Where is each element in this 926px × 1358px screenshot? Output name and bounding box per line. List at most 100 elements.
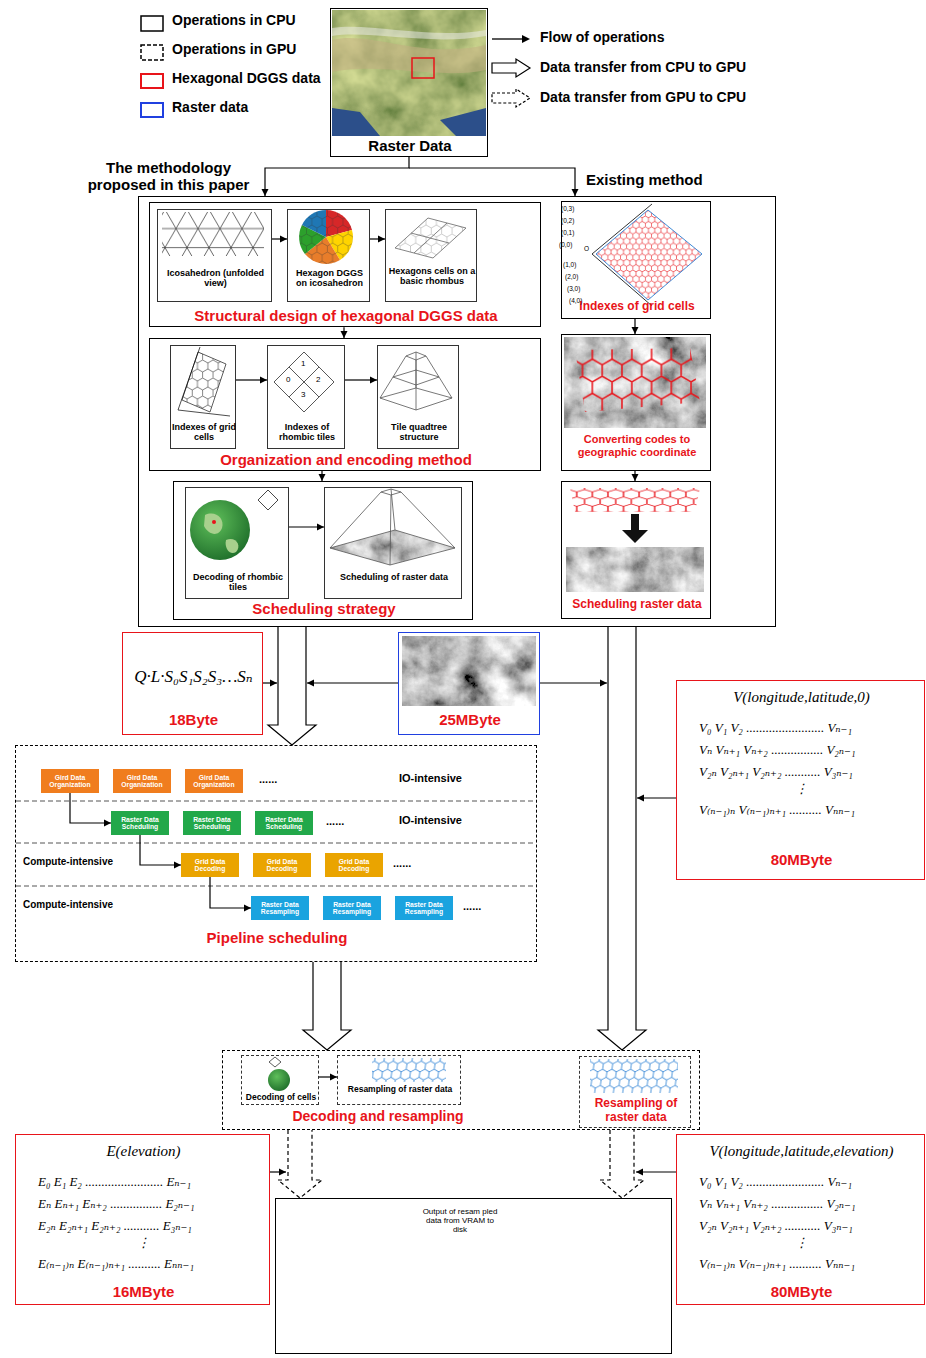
transfer-arrow-shape: [600, 1130, 644, 1198]
grid-cell-index-figure: [182, 352, 226, 412]
matrix-row: Vₙ Vₙ₊₁ Vₙ₊₂ ................ V₂ₙ₋₁: [699, 743, 904, 758]
section-title: Structural design of hexagonal DGGS data: [150, 307, 542, 324]
text-slot: Raster Data Scheduling: [111, 811, 169, 835]
matrix-row: V₀ V₁ V₂ ........................ Vₙ₋₁: [699, 721, 904, 736]
raster-pyramid: [330, 489, 455, 565]
flow-line: [70, 793, 111, 823]
text-slot: Gird Data Organization: [41, 769, 99, 793]
figure-title: Scheduling raster data: [562, 598, 712, 612]
transfer-arrow-shape: [598, 627, 646, 1050]
legend-swatch: [140, 73, 164, 89]
label-slot: (4,0): [569, 298, 582, 305]
section-title: Scheduling strategy: [174, 600, 474, 617]
matrix-row: V₍ₙ₋₁₎ₙ V₍ₙ₋₁₎ₙ₊₁ .......... Vₙₙ₋₁: [699, 1257, 904, 1272]
text-slot: ⋮: [38, 1236, 249, 1251]
coordinate-label: 3: [301, 391, 305, 399]
pipeline-separators: [16, 801, 536, 802]
dem-with-hexagons: [564, 337, 706, 428]
rhombic-tiles-figure: [274, 352, 334, 412]
figure-title: Indexes of grid cells: [562, 300, 712, 314]
text-slot: Organization and encoding method: [150, 451, 542, 468]
rhombus-wireframe: [395, 218, 466, 258]
globe-with-tile: [190, 490, 278, 560]
flow-arrow: [341, 327, 348, 338]
legend-text: Data transfer from CPU to GPU: [540, 59, 746, 75]
transfer-arrow-shape: [303, 962, 351, 1050]
hex-mesh: [590, 1059, 678, 1093]
globe-with-tile: [212, 520, 216, 524]
arrow-head: [279, 1169, 286, 1176]
data-box: Q·L·S₀S₁S₂S₃…Sₙ18Byte: [122, 632, 263, 735]
row-label: IO-intensive: [399, 772, 519, 785]
label-slot: (0,1): [561, 230, 574, 237]
flow-arrow: [307, 680, 398, 687]
text-slot: V(longitude,latitude,0): [677, 689, 926, 706]
coordinate-label: (3,0): [567, 286, 580, 293]
text-slot: 80MByte: [677, 851, 926, 868]
satellite-image: [332, 10, 486, 136]
figure-box: Decoding of cells: [241, 1055, 319, 1105]
matrix-box: V(longitude,latitude,elevation)V₀ V₁ V₂ …: [676, 1134, 925, 1305]
row-label: Compute-intensive: [23, 856, 128, 868]
rhombic-tiles-figure: [274, 352, 334, 412]
figure-box: Scheduling of raster data: [324, 487, 462, 599]
label-slot: O: [584, 246, 589, 253]
matrix-row: V₂ₙ V₂ₙ₊₁ V₂ₙ₊₂ ........... V₃ₙ₋₁: [699, 1219, 904, 1234]
text-slot: Grid Data Decoding: [325, 853, 383, 877]
text-slot: Grid Data Decoding: [181, 853, 239, 877]
figure-box: Decoding of rhombic tiles: [185, 487, 289, 599]
text-slot: Raster Data: [331, 137, 489, 154]
text-slot: Resampling of raster data: [580, 1097, 692, 1125]
stage-box: Raster Data Scheduling: [183, 811, 241, 835]
dem-with-hexagons: [575, 348, 700, 412]
label-slot: (0,3): [561, 206, 574, 213]
cell-decoding-figure: [269, 1057, 281, 1067]
size-label: 80MByte: [677, 1283, 926, 1300]
legend-slot: Raster data: [172, 99, 248, 115]
transfer-arrow: [268, 627, 316, 745]
text-slot: The methodology proposed in this paper: [81, 159, 256, 194]
figure-box: Scheduling raster data: [561, 481, 711, 619]
dem-with-hexagons: [564, 337, 706, 428]
pipeline-separators: [16, 801, 536, 886]
arrow-head: [260, 377, 267, 384]
box-text: Output of resam pled data from VRAM to d…: [422, 1207, 498, 1235]
figure-caption: Indexes of grid cells: [172, 422, 236, 443]
text-slot: Decoding and resampling: [233, 1108, 523, 1124]
section-box: Structural design of hexagonal DGGS data…: [149, 202, 541, 327]
text-slot: Existing method: [586, 171, 726, 188]
stage-box: Gird Data Organization: [41, 769, 99, 793]
text-slot: ......: [326, 815, 366, 828]
size-label: 80MByte: [677, 851, 926, 868]
flow-arrow: [270, 1169, 286, 1176]
arrow-head: [330, 1074, 337, 1081]
text-slot: ......: [259, 773, 299, 786]
figure-caption: Hexagon DGGS on icosahedron: [290, 268, 369, 289]
arrow-head: [262, 189, 269, 196]
arrow-head: [636, 1169, 643, 1176]
ellipsis: ......: [463, 900, 503, 913]
globe-with-tile: [258, 490, 278, 510]
section-title: Decoding and resampling: [233, 1108, 523, 1124]
stage-box: Raster Data Resampling: [251, 896, 309, 920]
raster-image-box: Raster Data: [330, 8, 488, 157]
flow-line: [409, 168, 575, 196]
dem-image: [402, 636, 536, 706]
text-slot: Raster Data Resampling: [395, 896, 453, 920]
text-slot: Pipeline scheduling: [16, 929, 538, 946]
flow-arrow: [540, 680, 607, 687]
index-axes-figure: [592, 204, 702, 306]
text-slot: Eₙ Eₙ₊₁ Eₙ₊₂ ................ E₂ₙ₋₁: [38, 1197, 249, 1212]
index-axes-figure: [592, 254, 652, 306]
stage-label: Raster Data Resampling: [323, 901, 381, 915]
flow-line: [307, 682, 398, 683]
matrix-box: E(elevation)E₀ E₁ E₂ ...................…: [15, 1134, 270, 1305]
flow-line: [540, 682, 607, 683]
figure-title: Converting codes to geographic coordinat…: [562, 433, 712, 458]
label-slot: (1,0): [563, 262, 576, 269]
size-label: 16MByte: [16, 1283, 271, 1300]
raster-pyramid: [330, 530, 455, 565]
text-slot: Output of resam pled data from VRAM to d…: [422, 1207, 498, 1235]
stage-label: Grid Data Decoding: [181, 858, 239, 872]
